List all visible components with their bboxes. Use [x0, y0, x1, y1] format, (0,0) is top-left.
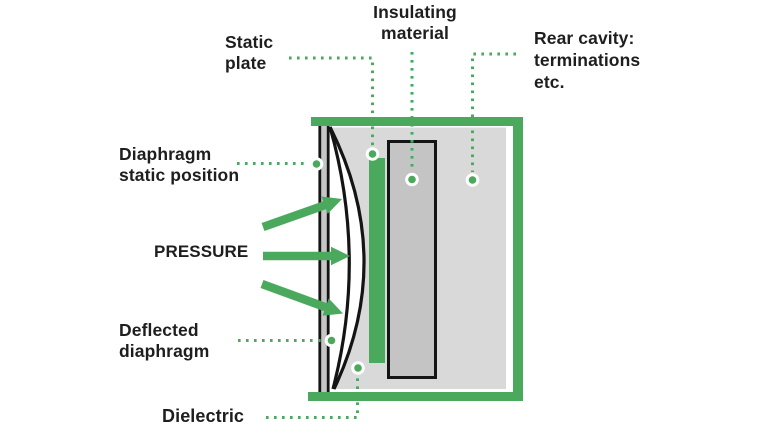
insulating-material-label-line1: Insulating — [373, 2, 457, 22]
housing-right-border — [513, 117, 523, 401]
insulating-material-label: Insulating material — [362, 2, 468, 44]
diaphragm-static-dot — [309, 157, 324, 171]
deflected-diaphragm-label-line2: diaphragm — [119, 341, 210, 361]
diaphragm-static-label-line2: static position — [119, 165, 240, 185]
static-plate-label-line2: plate — [225, 53, 267, 73]
static-plate-dot — [365, 147, 380, 161]
deflected-diaphragm-dot — [324, 333, 339, 348]
rear-cavity-label-line1: Rear cavity: — [534, 28, 635, 48]
insulating-material-label-line2: material — [381, 23, 449, 43]
deflected-diaphragm-label-line1: Deflected — [119, 320, 199, 340]
static-plate-label: Static plate — [225, 32, 273, 74]
dielectric-dot — [351, 361, 365, 375]
deflected-diaphragm-curve-inner — [328, 126, 351, 390]
rear-cavity-label-line3: etc. — [534, 72, 565, 92]
housing-top-border — [311, 117, 523, 126]
pressure-arrow-bottom — [260, 280, 343, 316]
diaphragm-static-label: Diaphragm static position — [119, 144, 239, 186]
static-plate-label-line1: Static — [225, 32, 274, 52]
pressure-label-text: PRESSURE — [154, 242, 249, 261]
diaphragm-travel-gap — [329, 127, 365, 389]
rear-cavity-leader-line — [471, 52, 516, 172]
housing-bottom-border — [308, 392, 523, 401]
dielectric-label: Dielectric — [162, 406, 244, 427]
static-plate-bar — [369, 158, 385, 363]
pressure-arrow-top — [261, 196, 342, 232]
deflected-diaphragm-curve-outer — [328, 126, 366, 390]
diaphragm-static-label-line1: Diaphragm — [119, 144, 212, 164]
rear-cavity-dot — [465, 173, 480, 187]
rear-cavity-label-line2: terminations — [534, 50, 641, 70]
insulating-material-dot — [405, 172, 419, 187]
pressure-arrow-middle — [263, 246, 350, 266]
deflected-diaphragm-label: Deflected diaphragm — [119, 320, 209, 362]
dielectric-label-text: Dielectric — [162, 406, 245, 426]
pressure-label: PRESSURE — [154, 241, 248, 262]
rear-cavity-label: Rear cavity: terminations etc. — [534, 27, 640, 93]
